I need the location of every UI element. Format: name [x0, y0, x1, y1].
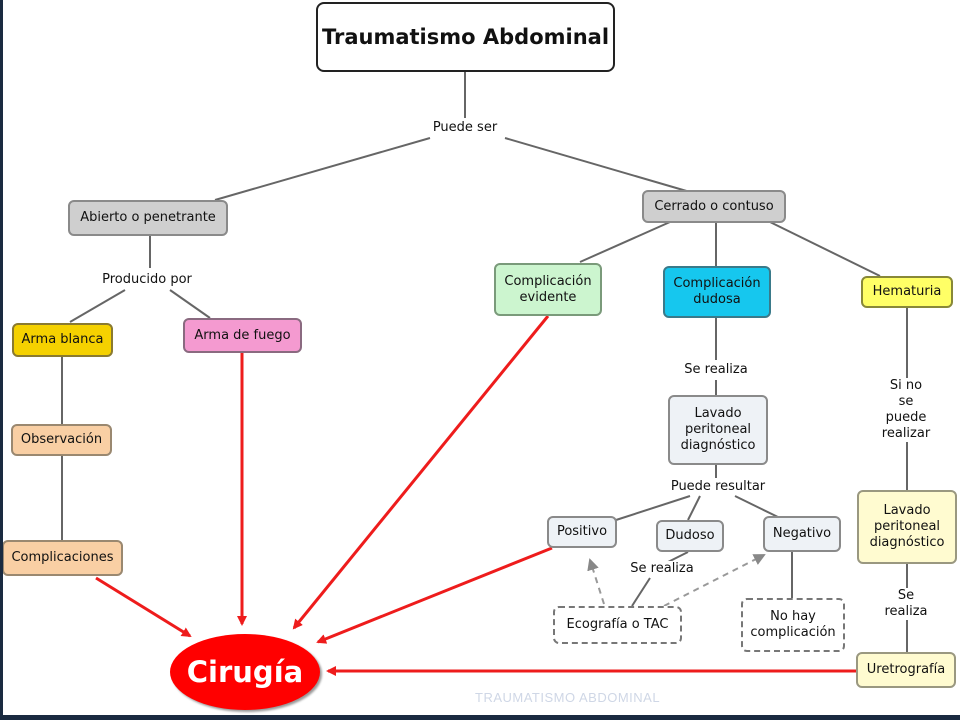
line-serealiza-ecografia — [631, 577, 651, 607]
node-ecografia-tac: Ecografía o TAC — [553, 606, 682, 644]
line-dudoso-serealiza — [667, 551, 689, 563]
label-producido-por: Producido por — [100, 272, 194, 288]
title-node: Traumatismo Abdominal — [316, 2, 615, 72]
node-cerrado-contuso: Cerrado o contuso — [642, 190, 786, 223]
label-puede-resultar: Puede resultar — [668, 479, 768, 495]
node-arma-blanca: Arma blanca — [12, 323, 113, 357]
node-lavado-peritoneal-1: Lavado peritoneal diagnóstico — [668, 395, 768, 465]
node-lavado-peritoneal-2: Lavado peritoneal diagnóstico — [857, 490, 957, 564]
node-negativo: Negativo — [763, 516, 841, 552]
label-puede-ser: Puede ser — [430, 120, 500, 136]
line-producido-fuego — [169, 289, 211, 319]
watermark-text: TRAUMATISMO ABDOMINAL — [475, 690, 661, 705]
line-resultar-negativo — [734, 495, 781, 519]
node-no-hay-complicacion: No hay complicación — [741, 598, 845, 652]
node-complicaciones: Complicaciones — [2, 540, 123, 576]
line-cerrado-evidente — [579, 221, 671, 263]
red-arrow-positivo-cirugia — [316, 546, 553, 644]
line-producido-blanca — [69, 289, 126, 323]
red-arrow-complicaciones-cirugia — [95, 576, 192, 638]
line-resultar-positivo — [615, 495, 691, 521]
label-se-realiza-1: Se realiza — [682, 362, 750, 378]
node-uretrografia: Uretrografía — [856, 652, 956, 688]
line-puede-abierto — [214, 137, 431, 201]
dashed-arrow-to-negativo — [663, 554, 766, 607]
line-resultar-dudoso — [687, 495, 701, 521]
label-se-realiza-2: Se realiza — [628, 561, 696, 577]
node-complicacion-dudosa: Complicación dudosa — [663, 266, 771, 318]
label-si-no-se-puede-realizar: Si no se puede realizar — [879, 378, 933, 442]
frame-edge-left — [0, 0, 3, 720]
node-abierto-penetrante: Abierto o penetrante — [68, 200, 228, 236]
node-hematuria: Hematuria — [861, 276, 953, 308]
node-positivo: Positivo — [547, 516, 617, 548]
node-observacion: Observación — [11, 424, 112, 456]
frame-edge-bottom — [0, 715, 960, 720]
node-arma-fuego: Arma de fuego — [183, 318, 302, 353]
line-puede-cerrado — [504, 137, 691, 193]
node-complicacion-evidente: Complicación evidente — [494, 263, 602, 316]
dashed-arrow-to-positivo — [587, 558, 605, 605]
node-dudoso: Dudoso — [656, 520, 724, 552]
node-cirugia: Cirugía — [170, 634, 320, 710]
line-cerrado-hematuria — [769, 221, 881, 277]
red-arrow-evidente-cirugia — [292, 315, 550, 630]
label-se-realiza-3: Se realiza — [879, 588, 933, 620]
